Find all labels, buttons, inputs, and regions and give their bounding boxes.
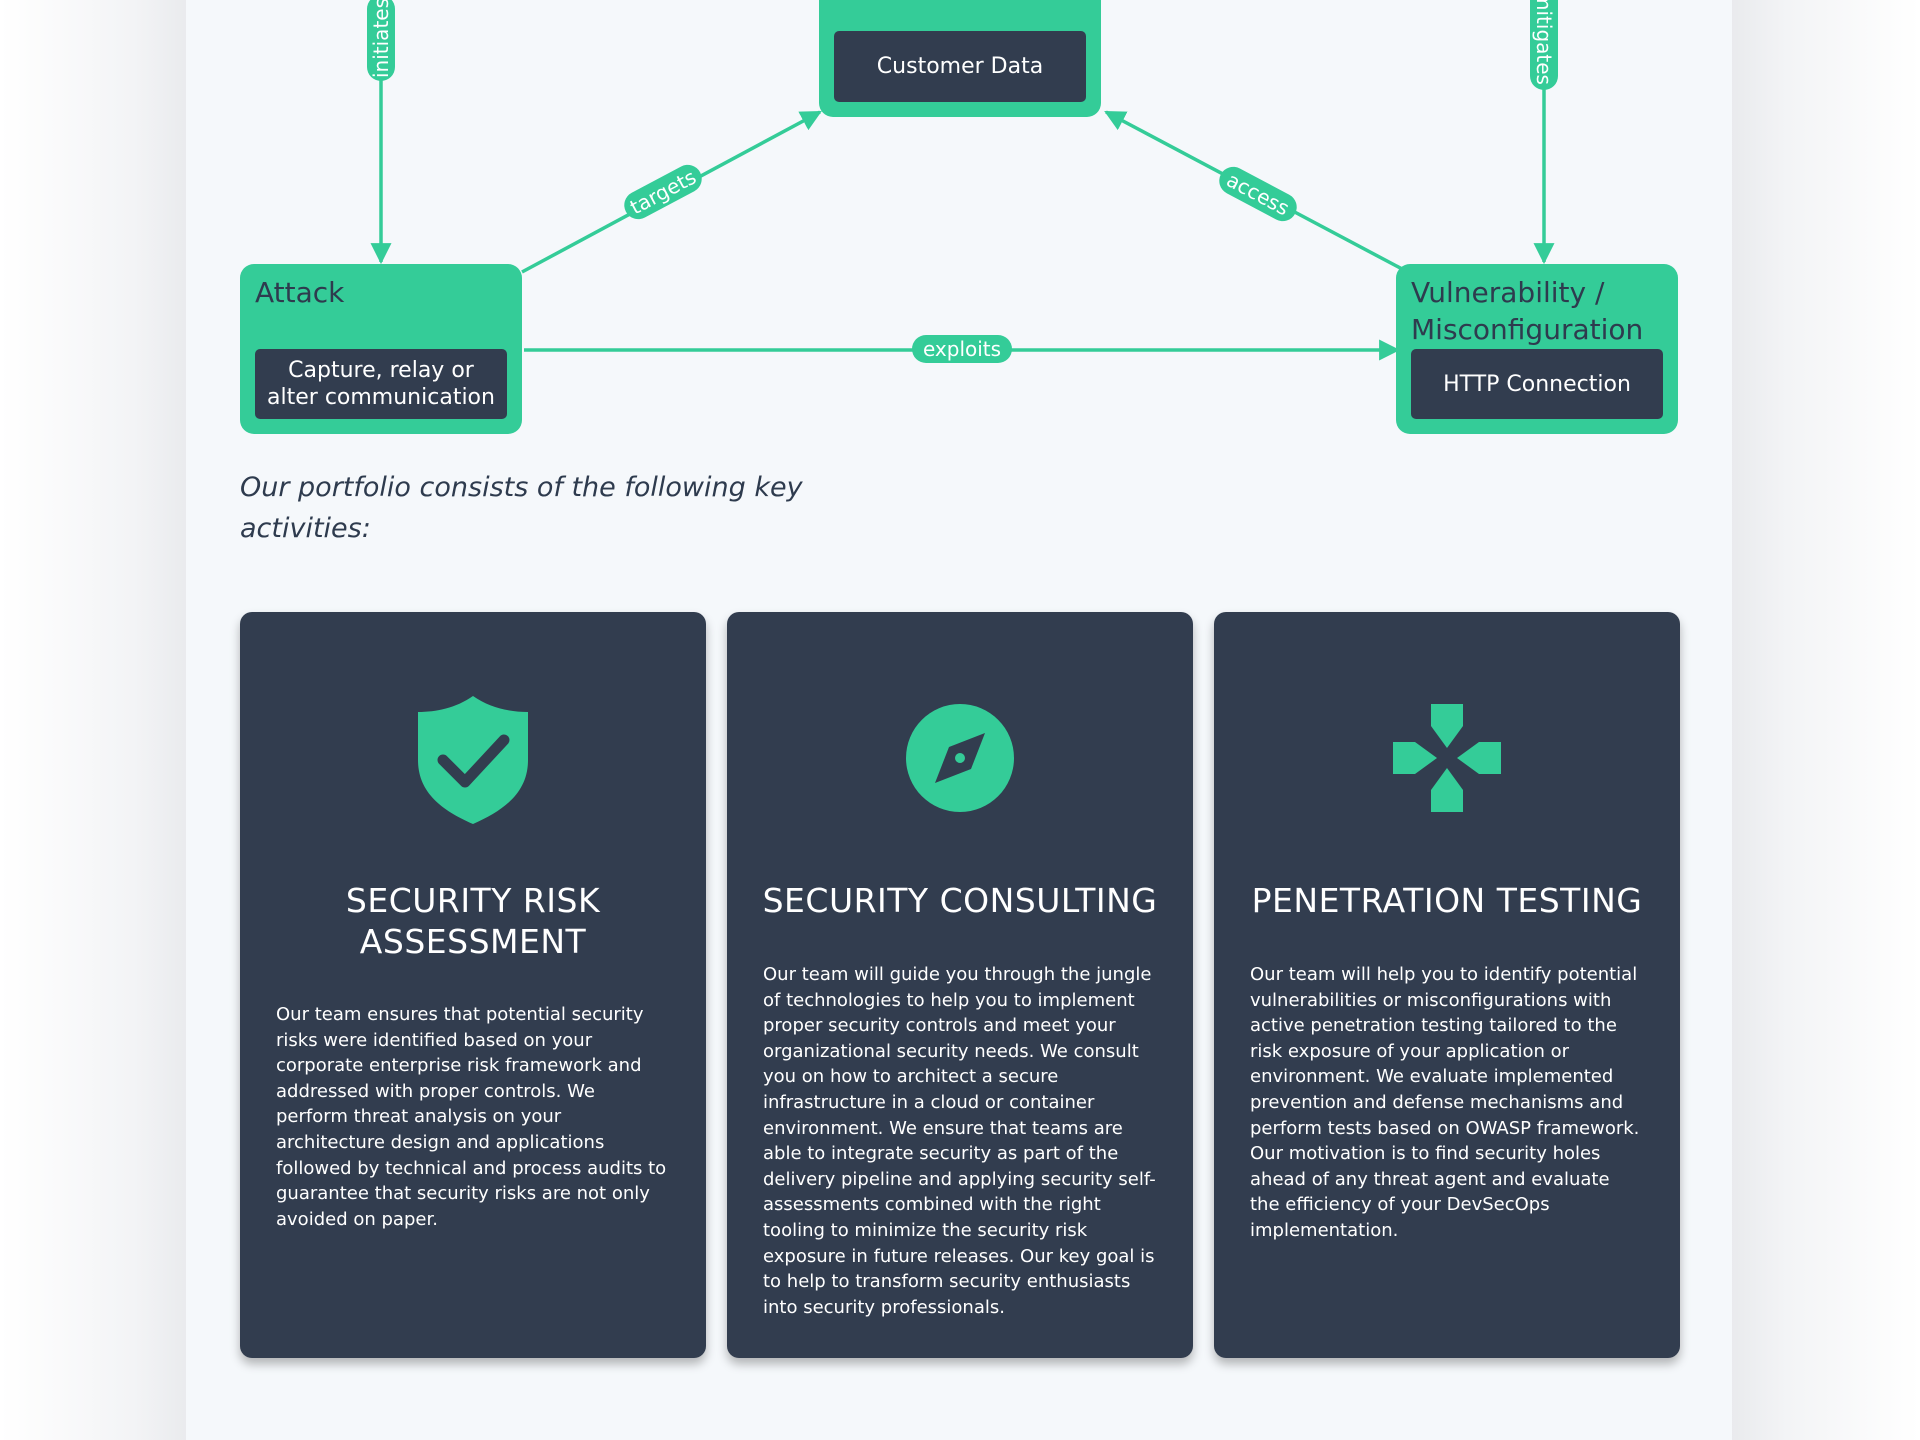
label-exploits-text: exploits: [923, 337, 1001, 361]
card-penetration-testing: PENETRATION TESTING Our team will help y…: [1214, 612, 1680, 1358]
label-access: access: [1219, 166, 1297, 222]
label-targets: targets: [624, 165, 702, 219]
node-attack-inner-line2: alter communication: [267, 385, 495, 410]
card-title: SECURITY CONSULTING: [747, 880, 1173, 921]
label-mitigates-text: mitigates: [1532, 0, 1556, 85]
node-attack-inner-line1: Capture, relay or: [288, 358, 474, 383]
card-title-line2: ASSESSMENT: [359, 922, 587, 961]
card-body: Our team will guide you through the jung…: [763, 964, 1156, 1318]
node-customer-data-label: Customer Data: [876, 54, 1044, 79]
crosshair-plus-icon: [1393, 704, 1501, 812]
node-customer-data: Customer Data: [819, 0, 1101, 117]
node-vulnerability-title: Vulnerability / Misconfiguration: [1411, 274, 1643, 348]
threat-diagram: initiates mitigates targets access explo…: [0, 0, 1920, 450]
card-title-line1: SECURITY RISK: [345, 881, 601, 920]
card-title: PENETRATION TESTING: [1234, 880, 1660, 921]
card-title-line1: SECURITY CONSULTING: [762, 881, 1158, 920]
label-initiates-text: initiates: [369, 0, 393, 78]
card-security-risk-assessment: SECURITY RISK ASSESSMENT Our team ensure…: [240, 612, 706, 1358]
node-vulnerability-title-line2: Misconfiguration: [1411, 313, 1644, 346]
card-icon-wrap: [240, 612, 706, 824]
label-initiates: initiates: [367, 0, 395, 81]
shield-check-icon: [418, 696, 528, 824]
node-customer-data-inner: Customer Data: [834, 31, 1086, 102]
node-attack: Attack Capture, relay or alter communica…: [240, 264, 522, 434]
node-vulnerability-inner-label: HTTP Connection: [1443, 371, 1631, 397]
card-security-consulting: SECURITY CONSULTING Our team will guide …: [727, 612, 1193, 1358]
portfolio-intro-line1: Our portfolio consists of the following …: [240, 472, 803, 503]
label-exploits: exploits: [912, 335, 1012, 363]
node-attack-title: Attack: [255, 276, 345, 309]
portfolio-intro: Our portfolio consists of the following …: [240, 467, 860, 549]
node-vulnerability-title-line1: Vulnerability /: [1411, 276, 1605, 309]
card-body: Our team will help you to identify poten…: [1250, 964, 1640, 1241]
page-shadow-right: [1730, 0, 1920, 1440]
card-title-line1: PENETRATION TESTING: [1251, 881, 1643, 920]
card-icon-wrap: [727, 612, 1193, 812]
portfolio-intro-line2: activities:: [240, 513, 371, 544]
card-title: SECURITY RISK ASSESSMENT: [260, 880, 686, 962]
node-vulnerability-inner: HTTP Connection: [1411, 349, 1663, 419]
card-body: Our team ensures that potential security…: [276, 1004, 667, 1230]
compass-icon: [906, 704, 1014, 812]
label-access-text: access: [1223, 168, 1294, 221]
label-mitigates: mitigates: [1530, 0, 1558, 90]
card-icon-wrap: [1214, 612, 1680, 812]
node-attack-inner: Capture, relay or alter communication: [255, 349, 507, 419]
page-shadow-left: [0, 0, 190, 1440]
diagram-edges: initiates mitigates targets access explo…: [367, 0, 1558, 363]
node-vulnerability: Vulnerability / Misconfiguration HTTP Co…: [1396, 264, 1678, 434]
